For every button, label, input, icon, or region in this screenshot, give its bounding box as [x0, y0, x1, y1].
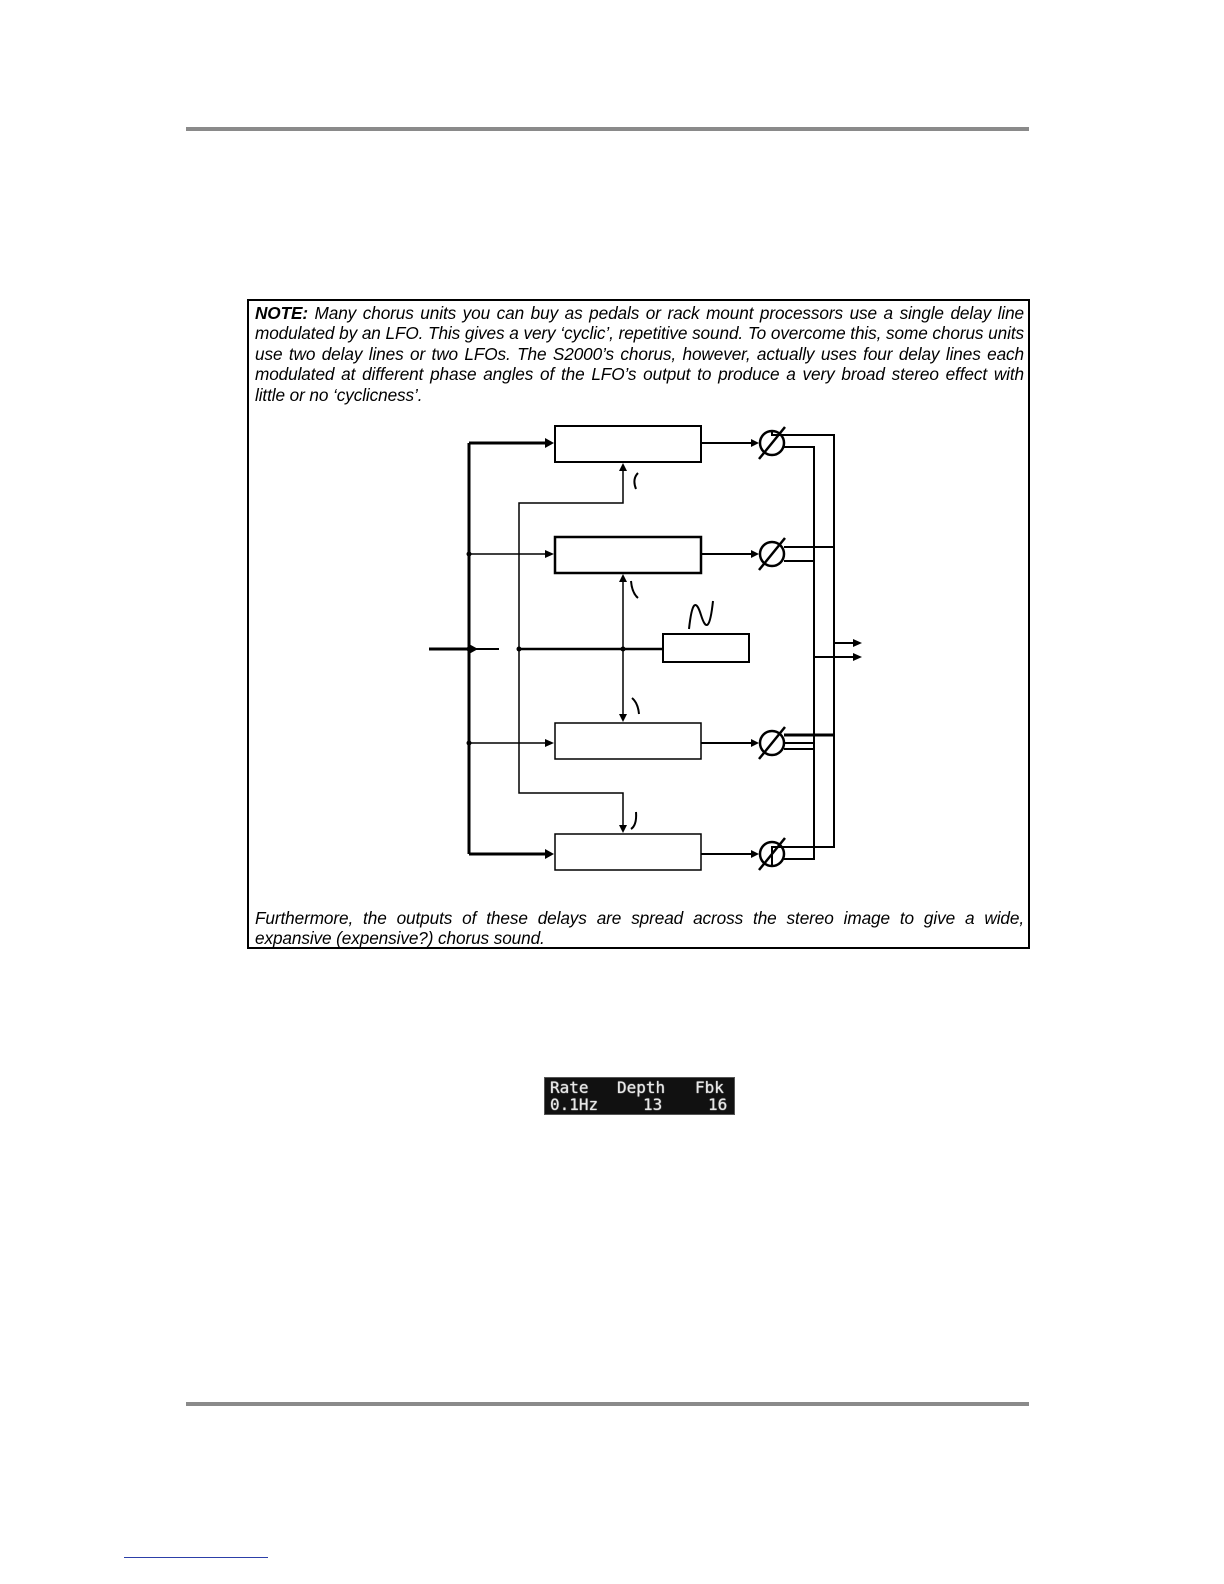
note-label: NOTE:: [255, 303, 308, 323]
pan-feed-3: [701, 739, 759, 747]
lcd-rate-value: 0.1Hz: [550, 1095, 599, 1114]
output-left-arrow: [834, 639, 862, 647]
delay-feed-2: [469, 550, 554, 558]
delay-line-4: [554, 833, 702, 871]
note-box: NOTE: Many chorus units you can buy as p…: [247, 299, 1030, 949]
note-outro-paragraph: Furthermore, the outputs of these delays…: [255, 908, 1024, 949]
lcd-depth-label: Depth: [617, 1078, 666, 1097]
phase-mark-2: [630, 580, 639, 599]
pan-feed-2: [701, 550, 759, 558]
lcd-display: Rate Depth Fbk 0.1Hz 13 16: [544, 1077, 735, 1115]
lfo-outer-loop: [518, 471, 624, 649]
footer-rule: [186, 1402, 1029, 1406]
delay-feed-3: [469, 739, 554, 747]
output-right-arrow: [814, 653, 862, 661]
phase-mark-4: [630, 811, 638, 830]
stereo-routing: [771, 431, 835, 866]
pan-pot-3-icon: [758, 726, 786, 760]
pan-pot-2-icon: [758, 537, 786, 571]
pan-feed-1: [701, 439, 759, 447]
note-intro-text: Many chorus units you can buy as pedals …: [255, 303, 1024, 405]
lcd-rate-label: Rate: [550, 1078, 589, 1097]
lcd-fbk-label: Fbk: [695, 1078, 724, 1097]
delay-feed-1: [469, 438, 554, 448]
lcd-depth-value: 13: [643, 1095, 663, 1114]
pan-feed-4: [701, 850, 759, 858]
lfo-sine-wave-icon: [688, 600, 714, 630]
footer-link-underline[interactable]: [124, 1557, 268, 1558]
delay-line-2: [553, 535, 703, 575]
lfo-block: [662, 633, 750, 663]
note-intro-paragraph: NOTE: Many chorus units you can buy as p…: [255, 303, 1024, 405]
delay-line-1: [554, 425, 702, 463]
chorus-block-diagram: [429, 425, 862, 871]
header-rule: [186, 127, 1029, 131]
phase-mark-3: [631, 697, 640, 715]
phase-mark-1: [633, 472, 639, 490]
delay-feed-4: [469, 849, 554, 859]
lcd-fbk-value: 16: [708, 1095, 728, 1114]
delay-line-3: [554, 722, 702, 760]
